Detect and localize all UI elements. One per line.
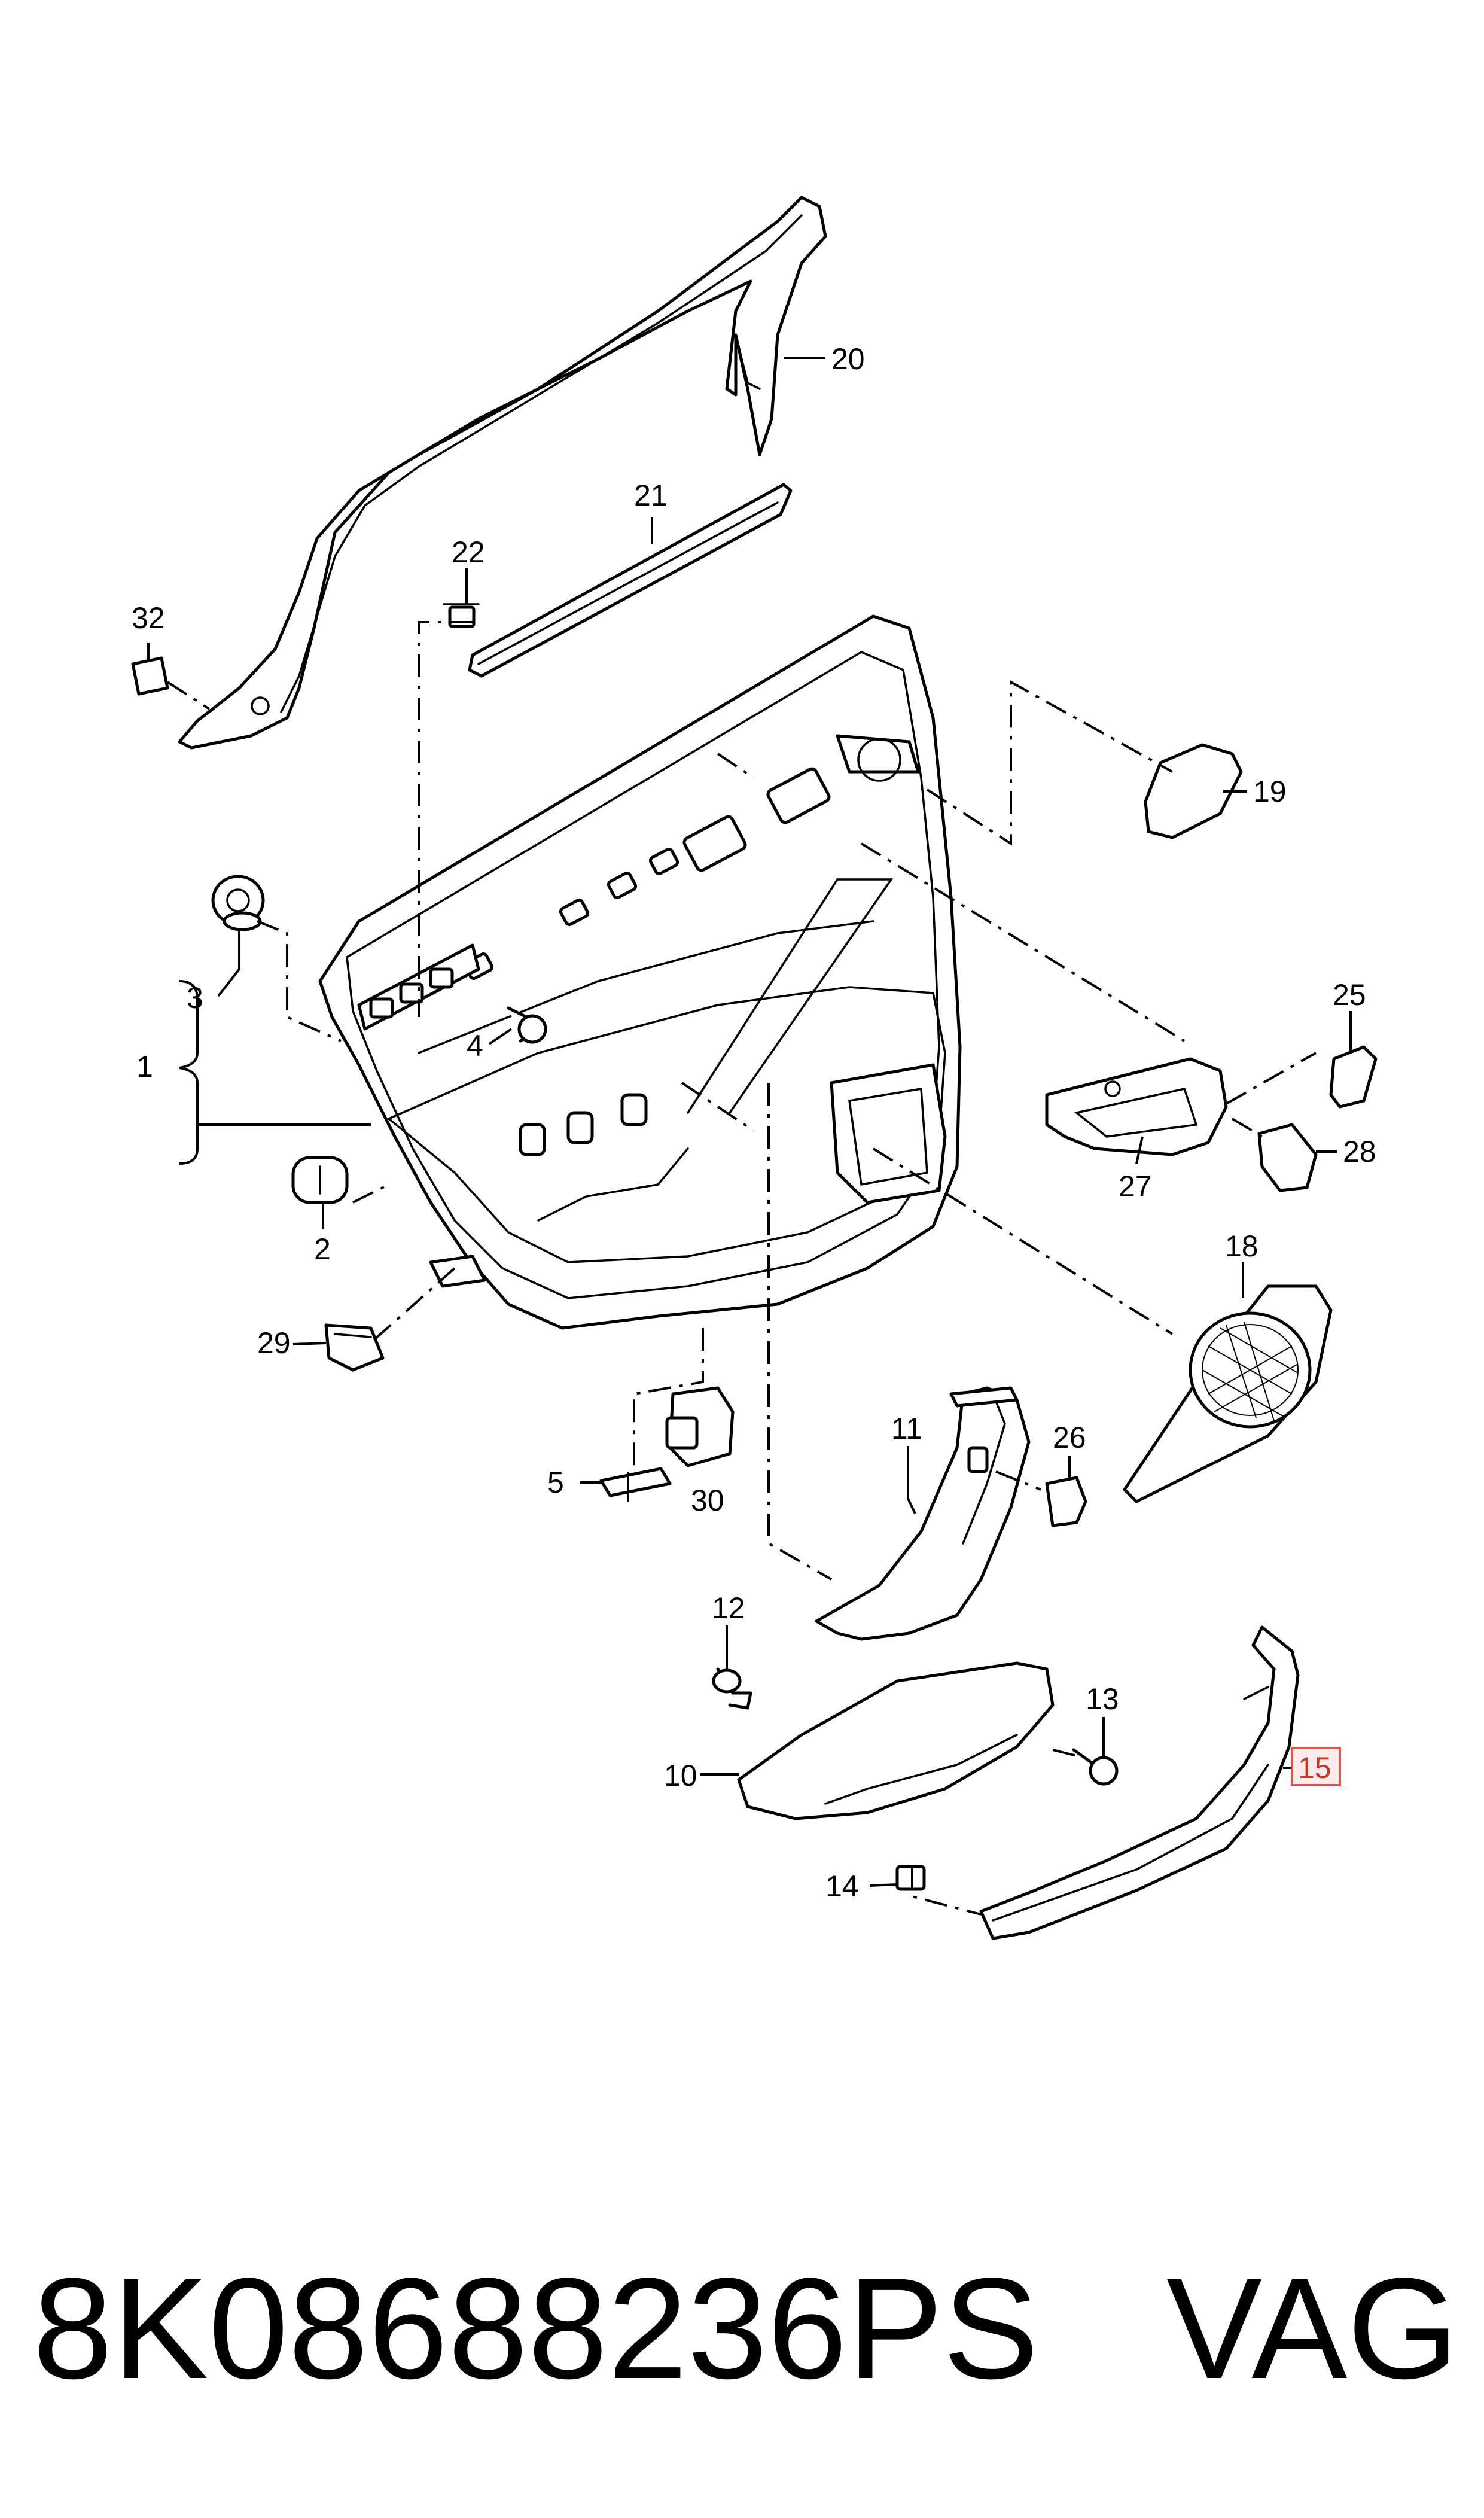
callout-18: 18 bbox=[1225, 1229, 1258, 1263]
part-inner-handle-27[interactable] bbox=[1045, 1057, 1228, 1156]
part-cap-2[interactable] bbox=[291, 1156, 349, 1204]
callout-15: 15 bbox=[1298, 1751, 1331, 1785]
callout-5: 5 bbox=[547, 1466, 564, 1499]
part-armrest-10[interactable] bbox=[737, 1661, 1055, 1820]
callout-28: 28 bbox=[1343, 1135, 1376, 1168]
callout-10: 10 bbox=[664, 1759, 697, 1792]
callout-22: 22 bbox=[452, 535, 485, 569]
part-screw-13[interactable] bbox=[1072, 1748, 1119, 1786]
callout-12: 12 bbox=[712, 1591, 745, 1625]
part-screw-4[interactable] bbox=[507, 1006, 547, 1044]
part-number-label: 8K08688236PS bbox=[33, 2248, 1039, 2409]
part-round-clip-3[interactable] bbox=[211, 875, 265, 931]
callout-26: 26 bbox=[1053, 1421, 1086, 1454]
part-label-5[interactable] bbox=[599, 1467, 672, 1497]
leader-lines bbox=[147, 357, 1352, 1887]
part-clip-14[interactable] bbox=[895, 1865, 926, 1891]
callout-15-highlight bbox=[1291, 1747, 1341, 1786]
callout-19: 19 bbox=[1253, 775, 1287, 808]
part-socket-30[interactable] bbox=[665, 1386, 735, 1467]
part-switch-28[interactable] bbox=[1257, 1123, 1318, 1192]
part-cap-32[interactable] bbox=[131, 656, 169, 696]
part-screw-12[interactable] bbox=[712, 1667, 752, 1710]
part-cover-19[interactable] bbox=[1144, 743, 1243, 839]
callout-labels: 20 21 22 32 19 3 1 4 25 27 28 2 18 29 11… bbox=[132, 342, 1376, 1903]
part-window-sill-strip[interactable] bbox=[468, 483, 793, 678]
part-door-trim-panel[interactable] bbox=[318, 614, 962, 1330]
callout-14: 14 bbox=[825, 1870, 859, 1903]
callout-1: 1 bbox=[136, 1050, 153, 1083]
part-window-frame-trim[interactable] bbox=[178, 196, 827, 750]
brand-label: VAG bbox=[1166, 2248, 1459, 2409]
part-lower-trim-15[interactable] bbox=[979, 1625, 1300, 1940]
part-clip-26[interactable] bbox=[1045, 1476, 1087, 1527]
assembly-lines bbox=[166, 621, 1317, 1916]
callout-3: 3 bbox=[187, 981, 203, 1015]
callout-30: 30 bbox=[691, 1484, 724, 1517]
callout-29: 29 bbox=[257, 1326, 291, 1360]
part-speaker-grille-18[interactable] bbox=[1123, 1284, 1333, 1503]
callout-25: 25 bbox=[1333, 978, 1366, 1012]
callout-21: 21 bbox=[634, 479, 668, 512]
callout-11: 11 bbox=[891, 1412, 922, 1445]
part-reflector-29[interactable] bbox=[324, 1323, 385, 1372]
callout-4: 4 bbox=[467, 1029, 483, 1062]
callout-27: 27 bbox=[1119, 1170, 1152, 1203]
part-cap-25[interactable] bbox=[1329, 1045, 1378, 1109]
callout-13: 13 bbox=[1086, 1682, 1119, 1716]
callout-2: 2 bbox=[314, 1232, 331, 1266]
part-pull-handle-11[interactable] bbox=[815, 1386, 1031, 1641]
callout-32: 32 bbox=[132, 601, 165, 635]
callout-20: 20 bbox=[831, 342, 865, 376]
